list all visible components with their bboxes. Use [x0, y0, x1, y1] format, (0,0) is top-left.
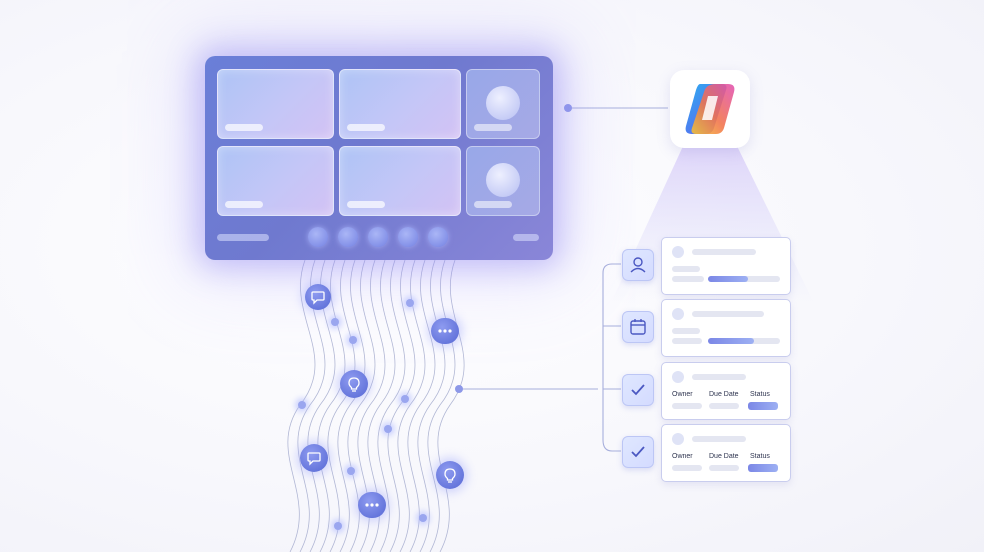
- avatar: [672, 308, 684, 320]
- participant-tile[interactable]: [466, 146, 540, 216]
- stream-node: [384, 425, 392, 433]
- due-date-placeholder: [709, 403, 739, 409]
- text-placeholder: [672, 338, 702, 344]
- bulb-icon: [348, 377, 360, 392]
- participant-tile[interactable]: [466, 69, 540, 139]
- copilot-logo[interactable]: [670, 70, 750, 148]
- due-date-header: Due Date: [709, 453, 739, 460]
- idea-bubble: [436, 461, 464, 489]
- video-tile[interactable]: [217, 69, 334, 139]
- name-label-placeholder: [347, 124, 385, 131]
- stream-node: [406, 299, 414, 307]
- profile-card[interactable]: [661, 237, 791, 295]
- text-placeholder: [672, 266, 700, 272]
- copilot-icon: [685, 84, 735, 134]
- text-placeholder: [692, 436, 746, 442]
- name-label-placeholder: [347, 201, 385, 208]
- idea-bubble: [340, 370, 368, 398]
- avatar: [672, 246, 684, 258]
- status-header: Status: [750, 391, 770, 398]
- stream-node: [419, 514, 427, 522]
- task-card[interactable]: Owner Due Date Status: [661, 362, 791, 420]
- avatar: [486, 86, 520, 120]
- more-icon: [365, 503, 379, 507]
- stream-node: [347, 467, 355, 475]
- name-label-placeholder: [474, 201, 512, 208]
- calendar-icon: [630, 319, 646, 335]
- text-placeholder: [692, 374, 746, 380]
- text-placeholder: [672, 328, 700, 334]
- control-button[interactable]: [308, 227, 328, 247]
- video-tile[interactable]: [339, 69, 461, 139]
- schedule-card[interactable]: [661, 299, 791, 357]
- avatar: [672, 433, 684, 445]
- video-tile[interactable]: [339, 146, 461, 216]
- avatar: [672, 371, 684, 383]
- leave-pill[interactable]: [513, 234, 539, 241]
- status-header: Status: [750, 453, 770, 460]
- video-tile[interactable]: [217, 146, 334, 216]
- avatar: [486, 163, 520, 197]
- owner-header: Owner: [672, 391, 693, 398]
- owner-placeholder: [672, 465, 702, 471]
- stream-node: [334, 522, 342, 530]
- meeting-window: [205, 56, 553, 260]
- task-card[interactable]: Owner Due Date Status: [661, 424, 791, 482]
- stream-node: [349, 336, 357, 344]
- data-stream: [287, 259, 465, 552]
- text-placeholder: [692, 249, 756, 255]
- check-icon: [631, 384, 645, 396]
- stream-node: [331, 318, 339, 326]
- control-button[interactable]: [368, 227, 388, 247]
- owner-placeholder: [672, 403, 702, 409]
- chat-icon: [311, 291, 325, 305]
- more-bubble: [431, 318, 459, 344]
- check-icon-box[interactable]: [622, 436, 654, 468]
- control-button[interactable]: [338, 227, 358, 247]
- bulb-icon: [444, 468, 456, 483]
- chat-icon: [307, 452, 321, 466]
- name-label-placeholder: [225, 201, 263, 208]
- person-icon-box[interactable]: [622, 249, 654, 281]
- person-icon: [630, 257, 646, 273]
- text-placeholder: [672, 276, 704, 282]
- chat-bubble: [300, 444, 328, 472]
- name-label-placeholder: [225, 124, 263, 131]
- more-icon: [438, 329, 452, 333]
- check-icon: [631, 446, 645, 458]
- due-date-header: Due Date: [709, 391, 739, 398]
- due-date-placeholder: [709, 465, 739, 471]
- check-icon-box[interactable]: [622, 374, 654, 406]
- control-button[interactable]: [398, 227, 418, 247]
- chat-bubble: [305, 284, 331, 310]
- stream-node: [298, 401, 306, 409]
- stream-node: [401, 395, 409, 403]
- calendar-icon-box[interactable]: [622, 311, 654, 343]
- text-placeholder: [692, 311, 764, 317]
- progress-fill: [708, 276, 748, 282]
- owner-header: Owner: [672, 453, 693, 460]
- more-bubble: [358, 492, 386, 518]
- name-label-placeholder: [474, 124, 512, 131]
- control-button[interactable]: [428, 227, 448, 247]
- status-pill: [217, 234, 269, 241]
- status-pill: [748, 402, 778, 410]
- progress-fill: [708, 338, 754, 344]
- status-pill: [748, 464, 778, 472]
